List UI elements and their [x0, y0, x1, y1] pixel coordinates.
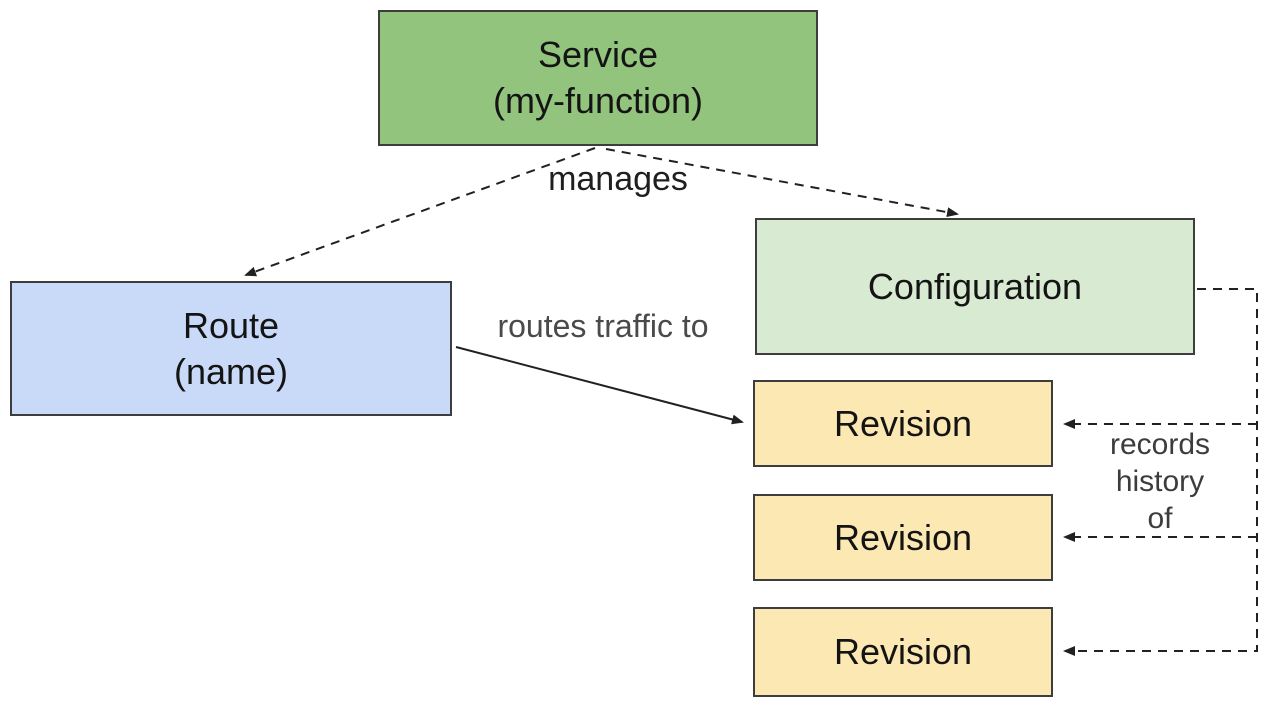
- node-route: Route (name): [10, 281, 452, 416]
- edge-label-records-history-of: records history of: [1080, 426, 1240, 537]
- edge-route-routes-traffic-to-revision: [455, 346, 744, 425]
- edge-label-records-line2: history: [1115, 465, 1205, 498]
- edge-label-records-line3: of: [1147, 502, 1173, 535]
- node-revision-2-label: Revision: [833, 516, 973, 558]
- node-route-label-line2: (name): [173, 350, 289, 392]
- node-revision-3: Revision: [753, 607, 1053, 697]
- edge-label-records-line1: records: [1109, 428, 1211, 461]
- node-configuration: Configuration: [755, 218, 1195, 355]
- node-configuration-label: Configuration: [867, 265, 1083, 307]
- node-revision-1: Revision: [753, 380, 1053, 467]
- node-service-label-line2: (my-function): [492, 80, 704, 121]
- node-revision-2: Revision: [753, 494, 1053, 581]
- node-service: Service (my-function): [378, 10, 818, 146]
- node-revision-3-label: Revision: [833, 631, 973, 672]
- node-revision-1-label: Revision: [833, 402, 973, 444]
- node-route-label-line1: Route: [182, 304, 280, 346]
- node-service-label-line1: Service: [537, 34, 659, 75]
- edge-label-manages: manages: [548, 160, 688, 198]
- edge-label-routes-traffic-to: routes traffic to: [497, 308, 709, 344]
